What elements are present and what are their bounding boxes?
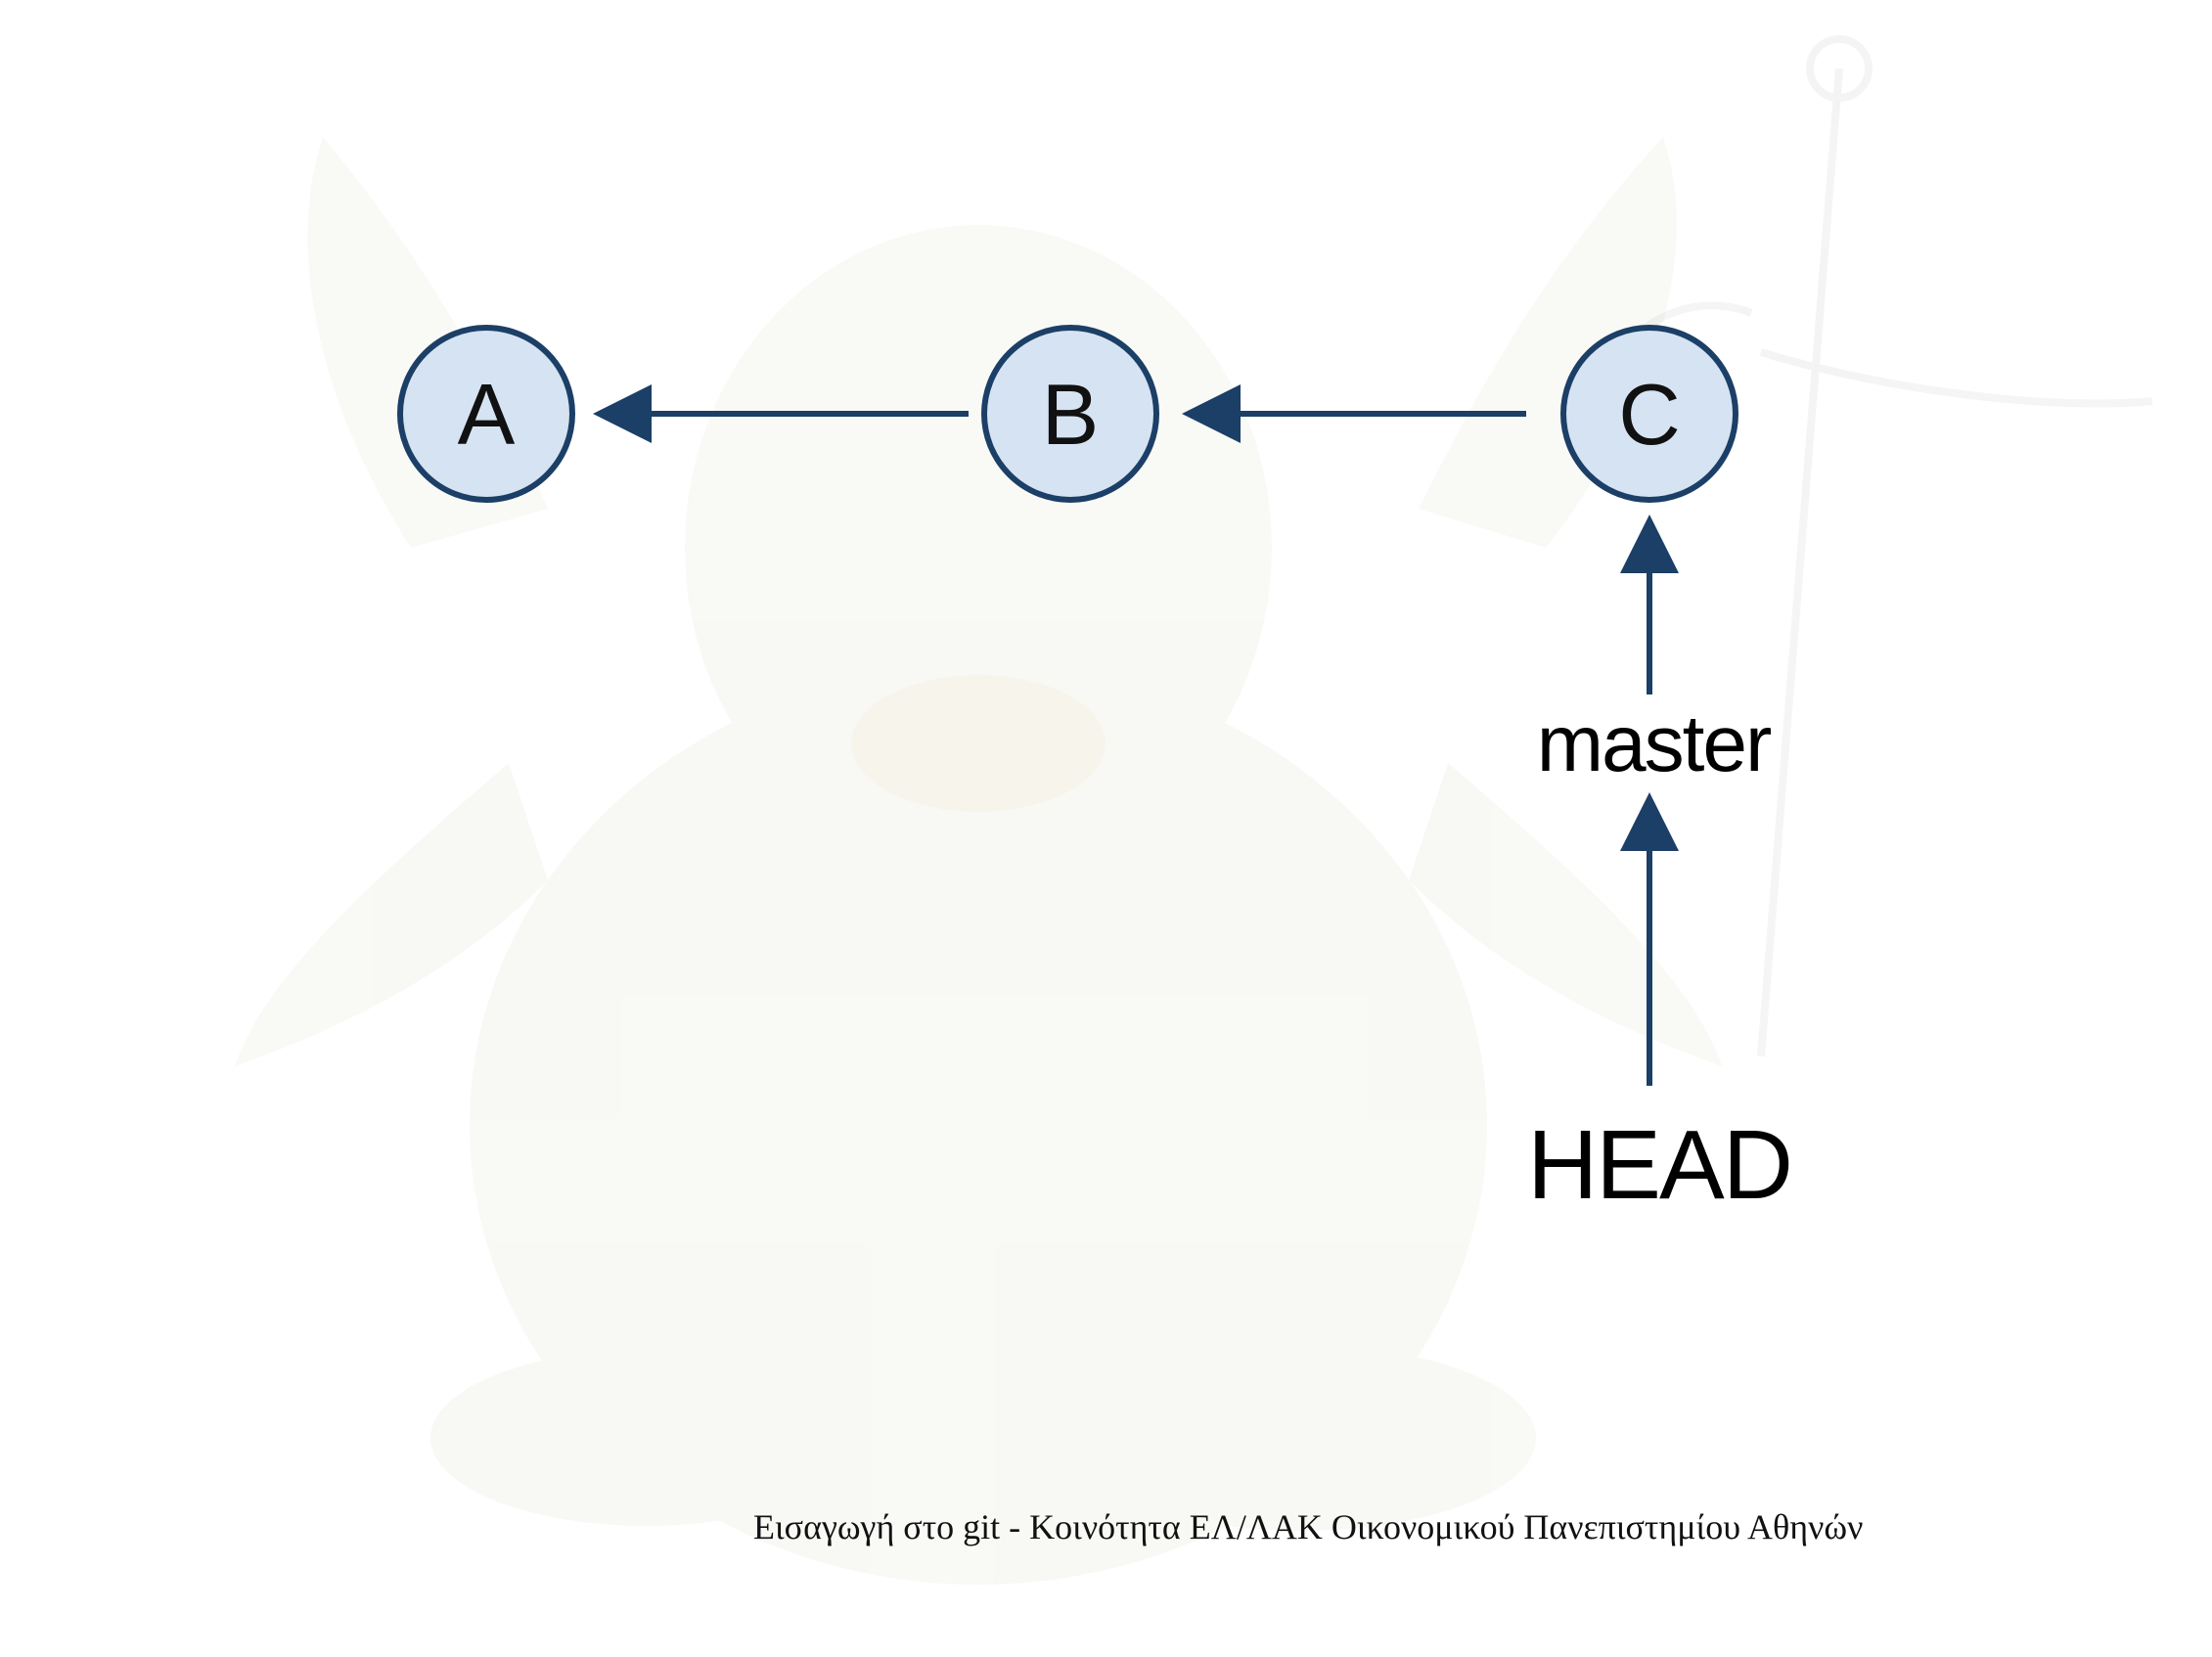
commit-circle xyxy=(981,325,1159,503)
commit-node-c: C xyxy=(1560,325,1738,503)
commit-label: A xyxy=(458,366,516,463)
commit-node-a: A xyxy=(397,325,575,503)
commit-circle xyxy=(397,325,575,503)
commit-label: C xyxy=(1618,366,1681,463)
head-label: HEAD xyxy=(1527,1110,1791,1220)
slide-footer: Εισαγωγή στο git - Κοινότητα ΕΛ/ΛΑΚ Οικο… xyxy=(753,1507,1864,1546)
commit-node-b: B xyxy=(981,325,1159,503)
branch-label-master: master xyxy=(1537,699,1771,788)
commit-label: B xyxy=(1042,366,1100,463)
commit-circle xyxy=(1560,325,1738,503)
